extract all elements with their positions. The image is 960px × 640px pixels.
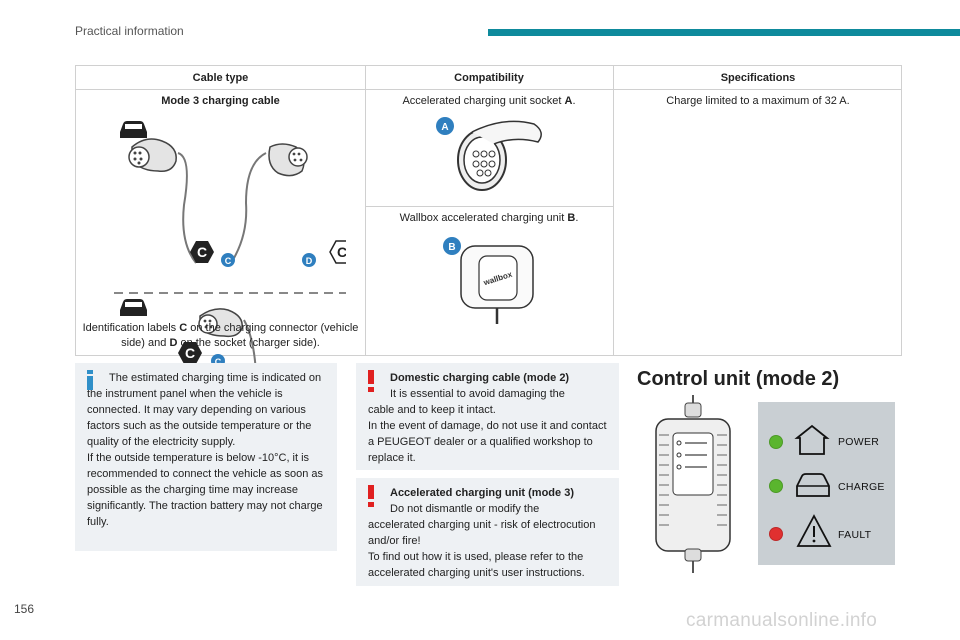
warning-note-accelerated-unit: Accelerated charging unit (mode 3) Do no… bbox=[356, 478, 619, 586]
label-c-right-text: C bbox=[337, 244, 346, 260]
info-note: The estimated charging time is indicated… bbox=[75, 363, 337, 551]
cable-table: Cable type Compatibility Specifications … bbox=[75, 65, 902, 373]
warning-title: Domestic charging cable (mode 2) bbox=[390, 372, 570, 384]
cable-type-title: Mode 3 charging cable bbox=[161, 95, 280, 107]
badge-c-text: C bbox=[225, 256, 232, 266]
control-unit-illustration bbox=[655, 395, 731, 573]
fault-indicator-light bbox=[769, 527, 783, 541]
column-header-cable-type: Cable type bbox=[192, 72, 249, 84]
label-c-text: C bbox=[197, 244, 207, 260]
charging-connector-icon bbox=[128, 138, 197, 264]
watermark: carmanualsonline.info bbox=[686, 610, 878, 631]
legend-row-charge: CHARGE bbox=[758, 466, 895, 506]
warning-text-first: Do not dismantle or modify the bbox=[390, 503, 540, 515]
socket-a-illustration: A bbox=[436, 117, 542, 191]
label-d-badge: D bbox=[302, 253, 316, 267]
section-header: Practical information bbox=[75, 24, 184, 38]
header-accent-bar bbox=[488, 29, 960, 36]
house-icon bbox=[794, 424, 830, 455]
warning-triangle-icon bbox=[796, 514, 832, 547]
column-divider bbox=[613, 66, 614, 355]
mode3-cable-illustration: C C C bbox=[114, 121, 346, 294]
control-unit-title: Control unit (mode 2) bbox=[637, 368, 840, 390]
warning-text: To find out how it is used, please refer… bbox=[368, 551, 585, 579]
warning-text: accelerated charging unit - risk of elec… bbox=[368, 519, 596, 547]
info-note-text-1: The estimated charging time is indicated… bbox=[87, 372, 322, 448]
page-number: 156 bbox=[14, 602, 35, 616]
label-c-icon: C C bbox=[190, 241, 235, 267]
column-header-compatibility: Compatibility bbox=[454, 72, 524, 84]
mode3-cable-lower-illustration: C C bbox=[120, 299, 257, 373]
cable-type-caption: Identification labels C on the charging … bbox=[82, 322, 359, 349]
badge-c-text: C bbox=[215, 357, 222, 367]
legend-label-charge: CHARGE bbox=[838, 481, 885, 493]
row-divider bbox=[365, 206, 613, 207]
warning-icon bbox=[368, 485, 374, 507]
badge-a-text: A bbox=[441, 122, 448, 133]
column-header-specifications: Specifications bbox=[720, 72, 796, 84]
svg-text:D: D bbox=[306, 256, 313, 266]
column-divider bbox=[365, 66, 366, 355]
info-note-text-2: If the outside temperature is below -10°… bbox=[87, 452, 324, 528]
legend-row-fault: FAULT bbox=[758, 512, 895, 552]
warning-text: cable and to keep it intact. bbox=[368, 404, 496, 416]
table-header-divider bbox=[76, 89, 901, 90]
warning-note-domestic-cable: Domestic charging cable (mode 2) It is e… bbox=[356, 363, 619, 470]
charging-socket-icon bbox=[233, 143, 308, 259]
label-c-right-icon: C bbox=[329, 240, 346, 264]
power-indicator-light bbox=[769, 435, 783, 449]
warning-title: Accelerated charging unit (mode 3) bbox=[390, 487, 574, 499]
legend-label-fault: FAULT bbox=[838, 529, 872, 541]
label-c-text: C bbox=[185, 345, 195, 361]
warning-text-first: It is essential to avoid damaging the bbox=[390, 388, 565, 400]
warning-icon bbox=[368, 370, 374, 392]
car-icon bbox=[120, 121, 147, 138]
compat-socket-a-text: Accelerated charging unit socket A. bbox=[402, 95, 576, 107]
charge-indicator-light bbox=[769, 479, 783, 493]
badge-b-text: B bbox=[448, 242, 455, 253]
car-icon bbox=[796, 473, 830, 497]
compat-wallbox-b-text: Wallbox accelerated charging unit B. bbox=[399, 212, 579, 224]
legend-label-power: POWER bbox=[838, 436, 880, 448]
warning-text: In the event of damage, do not use it an… bbox=[368, 420, 607, 464]
wallbox-b-illustration: B wallbox bbox=[443, 237, 534, 324]
spec-text: Charge limited to a maximum of 32 A. bbox=[666, 95, 850, 107]
legend-row-power: POWER bbox=[758, 422, 895, 462]
control-unit-legend: POWER CHARGE FAULT bbox=[758, 402, 895, 565]
car-icon bbox=[120, 299, 147, 316]
info-icon bbox=[87, 370, 93, 390]
